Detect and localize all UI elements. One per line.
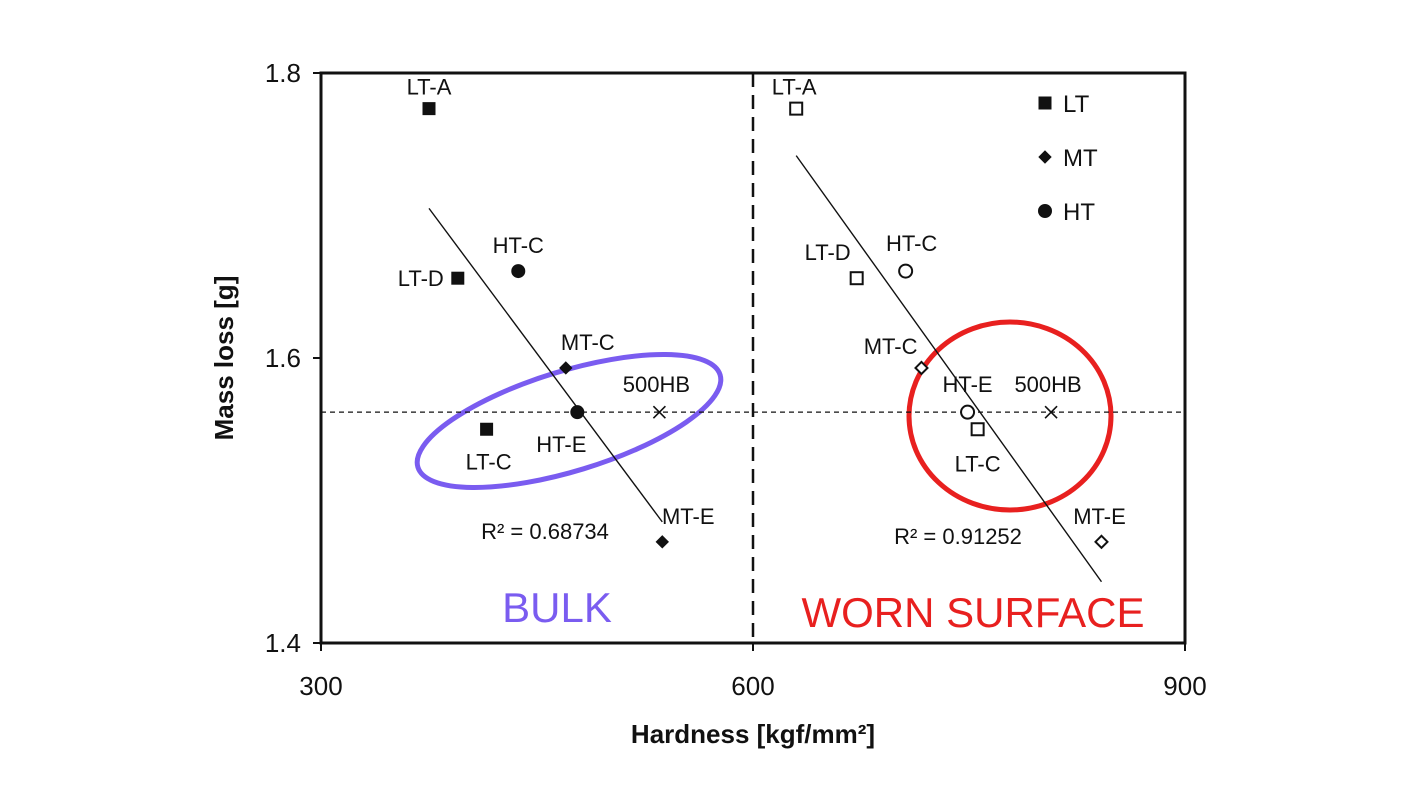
- bulk-r2-label: R² = 0.68734: [481, 519, 609, 544]
- bulk-label-lt-a: LT-A: [407, 75, 452, 100]
- legend-marker-ht: [1038, 204, 1052, 218]
- bulk-point-lt-a: [422, 102, 436, 116]
- worn-surface-point-mt-c: [914, 360, 929, 376]
- x-tick-label: 300: [299, 671, 342, 701]
- bulk-label-ht-c: HT-C: [493, 233, 544, 258]
- reference-label-500hb-bulk: 500HB: [623, 372, 690, 397]
- chart-marks: [422, 96, 1109, 550]
- worn-surface-label-mt-e: MT-E: [1073, 504, 1126, 529]
- bulk-label-lt-d: LT-D: [398, 266, 444, 291]
- worn-surface-label-lt-d: LT-D: [805, 240, 851, 265]
- bulk-point-lt-c: [480, 422, 494, 436]
- legend-label-lt: LT: [1063, 91, 1090, 118]
- legend-label-ht: HT: [1063, 199, 1095, 226]
- worn-surface-point-lt-a: [789, 101, 804, 116]
- worn-surface-label-lt-c: LT-C: [955, 451, 1001, 476]
- legend-marker-lt: [1038, 96, 1052, 110]
- bulk-trendline: [428, 207, 663, 523]
- x-tick-label: 900: [1163, 671, 1206, 701]
- bulk-label-lt-c: LT-C: [466, 449, 512, 474]
- worn-surface-label-mt-c: MT-C: [864, 334, 918, 359]
- bulk-region-label: BULK: [502, 584, 612, 631]
- worn-surface-label-ht-c: HT-C: [886, 231, 937, 256]
- worn-surface-r2-label: R² = 0.91252: [894, 524, 1022, 549]
- bulk-point-ht-e: [570, 405, 585, 420]
- bulk-point-mt-c: [559, 361, 573, 375]
- reference-label-500hb-worn: 500HB: [1014, 372, 1081, 397]
- bulk-point-lt-d: [451, 271, 465, 285]
- x-axis-title: Hardness [kgf/mm²]: [631, 719, 875, 749]
- worn-surface-trendline: [795, 155, 1103, 583]
- worn-surface-label-ht-e: HT-E: [942, 372, 992, 397]
- worn-surface-region-label: WORN SURFACE: [801, 589, 1144, 636]
- bulk-point-ht-c: [511, 264, 526, 279]
- x-marker-strokes: [1044, 405, 1058, 419]
- worn-surface-highlight-circle: [906, 319, 1114, 513]
- reference-marker-500hb-worn: [1044, 405, 1058, 419]
- worn-surface-point-ht-e: [960, 404, 976, 420]
- reference-marker-500hb-bulk: [652, 405, 666, 419]
- worn-surface-point-lt-d: [849, 271, 864, 286]
- highlight-ellipses: [414, 319, 1114, 513]
- bulk-highlight-ellipse: [414, 352, 724, 490]
- legend-label-mt: MT: [1063, 145, 1098, 172]
- y-tick-label: 1.4: [265, 628, 301, 658]
- y-axis-title: Mass loss [g]: [209, 276, 239, 441]
- y-tick-label: 1.8: [265, 58, 301, 88]
- bulk-label-mt-c: MT-C: [561, 330, 615, 355]
- worn-surface-point-lt-c: [970, 422, 985, 437]
- bulk-point-mt-e: [655, 535, 669, 549]
- x-marker-strokes: [652, 405, 666, 419]
- worn-surface-point-ht-c: [898, 263, 914, 279]
- y-tick-label: 1.6: [265, 343, 301, 373]
- chart-lines: [313, 71, 1187, 651]
- worn-surface-point-mt-e: [1094, 534, 1109, 550]
- x-tick-label: 600: [731, 671, 774, 701]
- bulk-label-mt-e: MT-E: [662, 504, 715, 529]
- legend-marker-mt: [1038, 150, 1052, 164]
- bulk-label-ht-e: HT-E: [536, 432, 586, 457]
- worn-surface-label-lt-a: LT-A: [772, 75, 817, 100]
